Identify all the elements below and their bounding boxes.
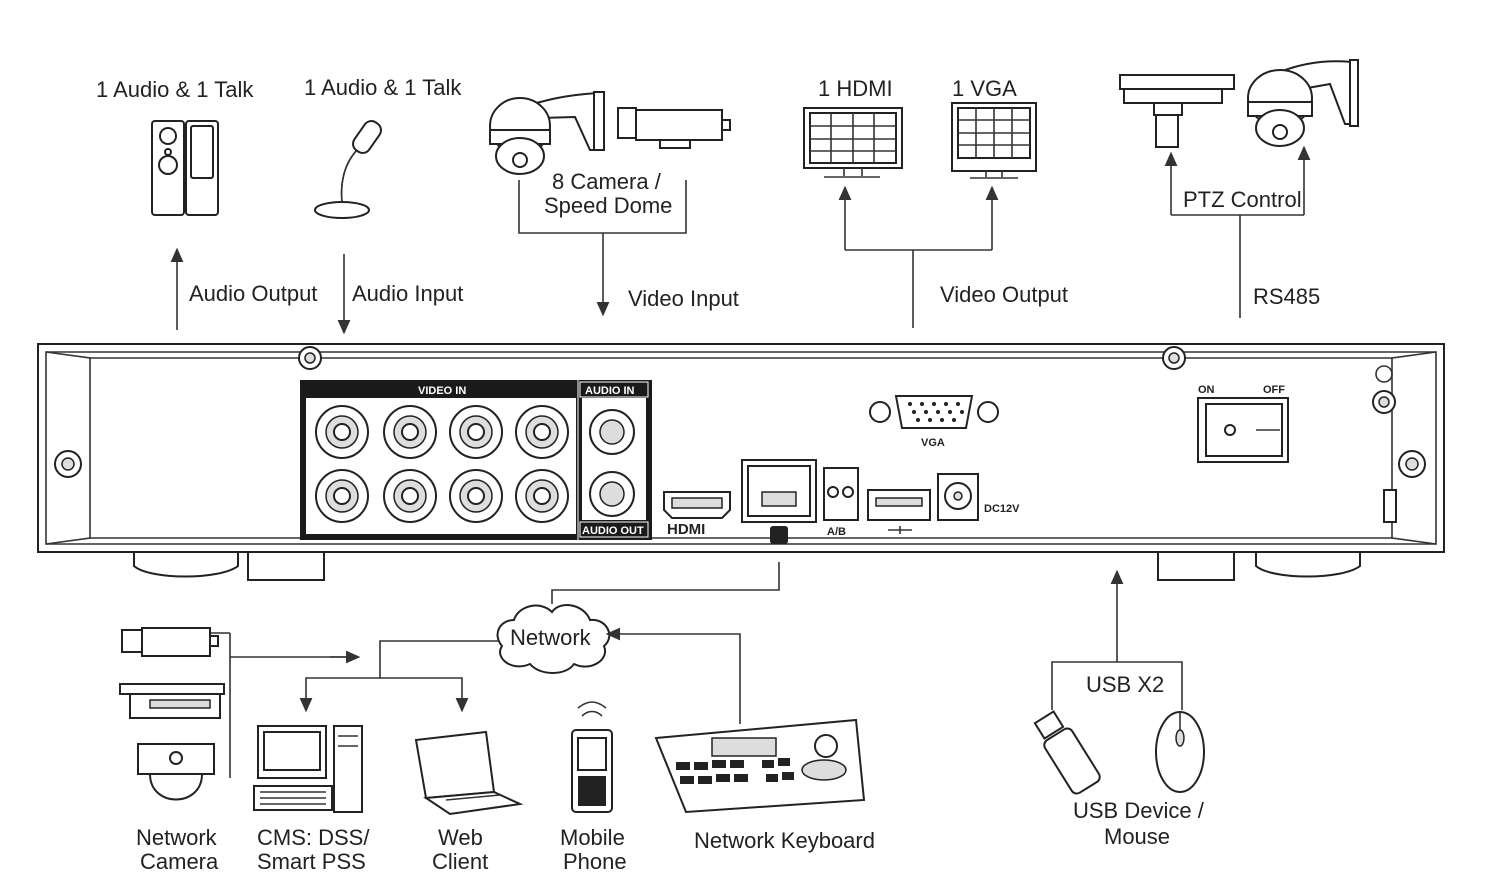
ptz-camera-icon <box>1119 74 1235 148</box>
hdmi-port-icon <box>663 491 731 519</box>
keyboard-line <box>605 627 741 724</box>
microphone-icon <box>314 120 382 219</box>
power-on-label: ON <box>1198 384 1215 396</box>
cms-label-line1: CMS: DSS/ <box>257 825 370 850</box>
speaker-icon <box>151 120 219 216</box>
dc-power-port-icon <box>937 473 979 521</box>
hdmi-monitor-label: 1 HDMI <box>818 76 893 101</box>
hdmi-monitor-icon <box>803 107 903 178</box>
box-camera-icon <box>121 627 219 657</box>
video-in-label: VIDEO IN <box>418 385 466 397</box>
video-output-label: Video Output <box>940 282 1068 307</box>
usb-device-label-line1: USB Device / <box>1073 798 1205 823</box>
bnc-connector-2 <box>383 405 437 459</box>
bnc-connectors <box>315 405 635 523</box>
cms-computer-icon <box>253 725 363 813</box>
ab-label: A/B <box>827 526 846 538</box>
dc-label: DC12V <box>984 503 1020 515</box>
network-camera-label-line1: Network <box>136 825 218 850</box>
mic-label: 1 Audio & 1 Talk <box>304 75 462 100</box>
bnc-connector-1 <box>315 405 369 459</box>
usb-device-label-line2: Mouse <box>1104 824 1170 849</box>
network-camera-label-line2: Camera <box>140 849 219 874</box>
network-keyboard-label: Network Keyboard <box>694 828 875 853</box>
web-client-label-line2: Client <box>432 849 488 874</box>
usb-port-icon <box>867 489 931 534</box>
bnc-connector-8 <box>515 469 569 523</box>
camera-label-line2: Speed Dome <box>544 193 672 218</box>
rs485-terminal-icon <box>823 467 859 521</box>
camera-label-line1: 8 Camera / <box>552 169 662 194</box>
usb-flash-drive-icon <box>1033 710 1101 795</box>
ethernet-port-icon <box>741 459 817 544</box>
rs485-label: RS485 <box>1253 284 1320 309</box>
ptz-speed-dome-icon <box>1247 59 1359 147</box>
power-off-label: OFF <box>1263 384 1285 396</box>
mobile-phone-icon <box>571 701 613 813</box>
ptz-control-label: PTZ Control <box>1183 187 1302 212</box>
bnc-connector-7 <box>449 469 503 523</box>
mobile-phone-label-line1: Mobile <box>560 825 625 850</box>
web-client-line <box>380 677 469 713</box>
audio-out-label: AUDIO OUT <box>582 525 644 537</box>
network-camera-icons <box>119 627 225 801</box>
bnc-connector-6 <box>383 469 437 523</box>
vga-port-icon <box>869 395 999 429</box>
mouse-icon <box>1155 711 1205 793</box>
power-switch-icon[interactable] <box>1197 397 1289 463</box>
network-cloud-icon <box>496 604 611 674</box>
vga-monitor-icon <box>951 102 1037 179</box>
box-camera-icon <box>617 107 731 149</box>
mobile-phone-label-line2: Phone <box>563 849 627 874</box>
network-uplink-line <box>551 562 780 604</box>
video-input-label: Video Input <box>628 286 739 311</box>
vga-port-label: VGA <box>921 437 945 449</box>
bnc-connector-5 <box>315 469 369 523</box>
cms-line <box>299 640 500 713</box>
network-label: Network <box>510 625 592 650</box>
audio-out-jack <box>589 471 635 517</box>
laptop-icon <box>414 730 524 816</box>
audio-input-label: Audio Input <box>352 281 463 306</box>
audio-output-label: Audio Output <box>189 281 317 306</box>
speed-dome-camera-icon <box>489 91 605 175</box>
bnc-connector-3 <box>449 405 503 459</box>
dome-camera-icon <box>137 743 215 801</box>
usb-x2-label: USB X2 <box>1086 672 1164 697</box>
bnc-connector-4 <box>515 405 569 459</box>
network-keyboard-icon <box>654 718 866 814</box>
web-client-label-line1: Web <box>438 825 483 850</box>
speaker-label: 1 Audio & 1 Talk <box>96 77 254 102</box>
vga-monitor-label: 1 VGA <box>952 76 1017 101</box>
audio-in-label: AUDIO IN <box>585 385 635 397</box>
audio-in-jack <box>589 409 635 455</box>
hdmi-port-label: HDMI <box>667 521 705 538</box>
cms-label-line2: Smart PSS <box>257 849 366 874</box>
bullet-camera-icon <box>119 683 225 719</box>
